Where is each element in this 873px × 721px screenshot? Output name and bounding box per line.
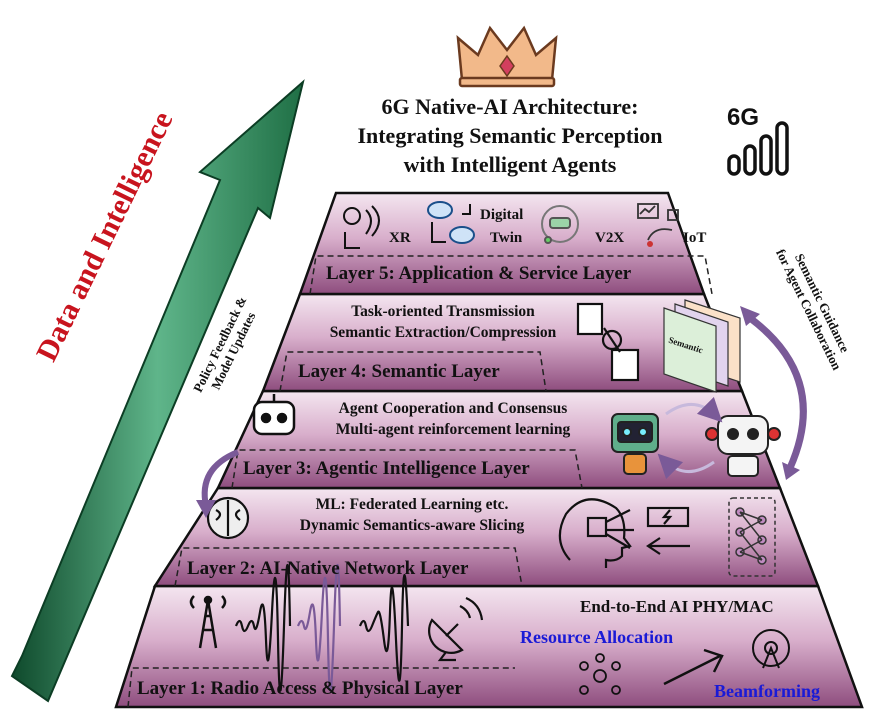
semantic-compression-icon	[576, 302, 640, 382]
layer-5-band	[298, 191, 713, 296]
ai-head-chip-icon	[558, 498, 634, 568]
layer-5-label: Layer 5: Application & Service Layer	[326, 263, 632, 284]
brain-icon	[206, 496, 250, 540]
layer-3-label: Layer 3: Agentic Intelligence Layer	[243, 458, 530, 479]
digital-twin-cloud-icon	[427, 201, 475, 244]
layer-4-desc-line-2: Semantic Extraction/Compression	[329, 324, 557, 341]
radio-tower-icon	[189, 595, 227, 649]
layer-1-description: End-to-End AI PHY/MAC	[580, 597, 774, 616]
crown-icon	[456, 25, 558, 88]
data-intelligence-arrow	[10, 79, 305, 703]
app-xr-label: XR	[389, 230, 411, 246]
layer-2-label: Layer 2: AI-Native Network Layer	[187, 558, 469, 579]
waveform-icons	[234, 564, 410, 692]
agent-cooperation-arrows	[657, 396, 723, 480]
layer-4-desc-line-1: Task-oriented Transmission	[351, 303, 535, 320]
title-line-3: with Intelligent Agents	[403, 152, 617, 177]
semantic-card-stack	[663, 299, 741, 393]
beamforming-label: Beamforming	[714, 681, 820, 701]
layer-4-description: Task-oriented Transmission Semantic Extr…	[318, 301, 568, 343]
agent-robot-icon-small	[252, 394, 296, 436]
satellite-dish-icon	[428, 596, 484, 662]
agent-robot-white-icon	[705, 415, 781, 477]
layer-2-description: ML: Federated Learning etc. Dynamic Sema…	[264, 494, 560, 536]
layer-2-desc-line-2: Dynamic Semantics-aware Slicing	[299, 517, 525, 534]
app-iot-label: IoT	[683, 230, 707, 246]
battery-slice-icon	[646, 506, 690, 555]
resource-allocation-icon	[579, 653, 621, 695]
layer-3-desc-line-1: Agent Cooperation and Consensus	[338, 400, 568, 417]
layer-2-desc-line-1: ML: Federated Learning etc.	[315, 496, 509, 513]
signal-bars-icon	[727, 121, 789, 176]
agent-robot-green-icon	[611, 413, 659, 475]
xr-headset-icon	[343, 205, 380, 249]
layer-3-description: Agent Cooperation and Consensus Multi-ag…	[306, 398, 600, 440]
semantic-guidance-arrow	[740, 306, 807, 480]
iot-device-icon	[637, 203, 679, 247]
diagram-title: 6G Native-AI Architecture: Integrating S…	[300, 92, 720, 179]
layer-4-label: Layer 4: Semantic Layer	[298, 361, 500, 382]
app-twin-label: Twin	[490, 230, 523, 246]
title-line-1: 6G Native-AI Architecture:	[381, 94, 639, 119]
beamforming-icon	[752, 629, 790, 669]
app-v2x-label: V2X	[595, 230, 625, 246]
badge-6g: 6G	[727, 104, 760, 131]
layer-3-desc-line-2: Multi-agent reinforcement learning	[335, 421, 571, 438]
neural-network-icon	[728, 497, 776, 577]
layer-1-label: Layer 1: Radio Access & Physical Layer	[137, 678, 463, 699]
title-line-2: Integrating Semantic Perception	[357, 123, 663, 148]
forward-arrow-icon	[663, 648, 724, 686]
resource-allocation-label: Resource Allocation	[520, 627, 674, 647]
policy-feedback-arrow	[196, 449, 240, 518]
app-digital-label: Digital	[480, 207, 524, 223]
v2x-car-icon	[541, 205, 579, 244]
